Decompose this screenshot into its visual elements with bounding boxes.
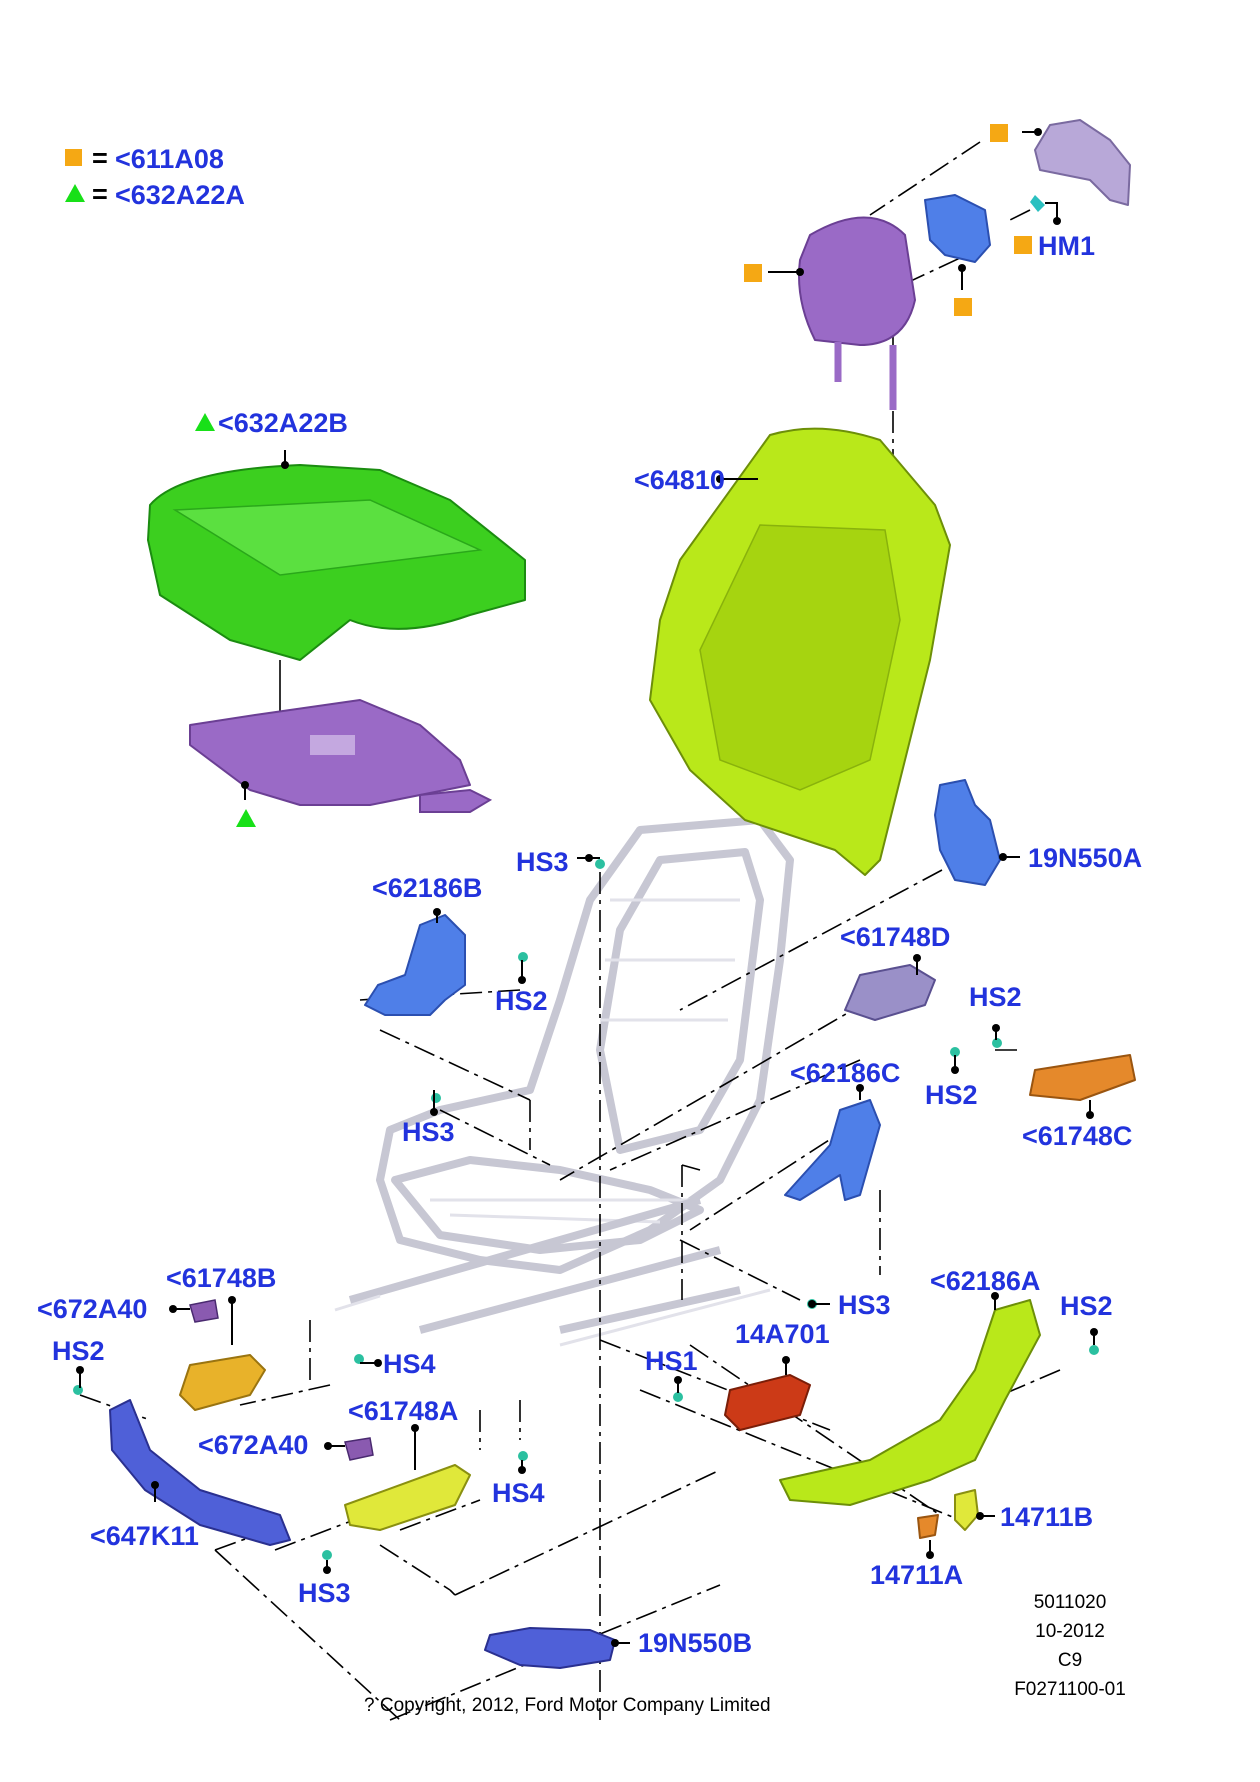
label-62186a: <62186A: [930, 1266, 1040, 1296]
copyright-text: ? Copyright, 2012, Ford Motor Company Li…: [364, 1695, 771, 1716]
bracket-61748c: [1029, 1054, 1136, 1101]
label-14a701: 14A701: [735, 1319, 830, 1349]
label-14711a: 14711A: [870, 1560, 963, 1590]
headrest-guide: [924, 194, 991, 263]
label-hs2-d: HS2: [52, 1336, 105, 1366]
label-hs3-top: HS3: [516, 847, 569, 877]
label-hs4-b: HS4: [492, 1478, 545, 1508]
label-19n550b: 19N550B: [638, 1628, 752, 1658]
square-marker-icon: [1014, 236, 1032, 254]
diagram-code: 5011020: [1034, 1592, 1107, 1613]
label-hs4-a: HS4: [383, 1349, 436, 1379]
label-hs2-c: HS2: [925, 1080, 978, 1110]
bracket-61748a: [344, 1464, 471, 1531]
diagram-date: 10-2012: [1035, 1621, 1105, 1642]
label-hs2-e: HS2: [1060, 1291, 1113, 1321]
figure-number: F0271100-01: [1014, 1679, 1126, 1700]
label-61748c: <61748C: [1022, 1121, 1132, 1151]
label-14711b: 14711B: [1000, 1502, 1093, 1532]
label-647k11: <647K11: [90, 1521, 199, 1551]
seat-cushion-pad: [147, 464, 526, 775]
triangle-marker-icon: [65, 184, 85, 202]
trim-cover-62186c: [784, 1099, 881, 1201]
label-672a40-lower: <672A40: [198, 1430, 308, 1460]
label-62186c: <62186C: [790, 1058, 900, 1088]
side-shield-62186a: [779, 1299, 1041, 1506]
label-61748b: <61748B: [166, 1263, 276, 1293]
trim-647k11: [109, 1399, 291, 1546]
label-61748a: <61748A: [348, 1396, 458, 1426]
legend: = <611A08 = <632A22A: [65, 143, 245, 210]
footer: ? Copyright, 2012, Ford Motor Company Li…: [364, 1592, 1126, 1716]
clip-672a40-upper: [189, 1299, 219, 1323]
square-marker-icon: [65, 149, 82, 166]
label-19n550a: 19N550A: [1028, 843, 1142, 873]
square-marker-icon: [990, 124, 1008, 142]
leader-lines: [76, 128, 1098, 1647]
label-61748d: <61748D: [840, 922, 950, 952]
label-hs1: HS1: [645, 1346, 698, 1376]
label-hs2-a: HS2: [495, 986, 548, 1016]
legend-square-equals: =: [92, 143, 108, 173]
seat-cushion-pan: [189, 699, 493, 813]
switch-14a701: [724, 1374, 811, 1431]
label-hs3-mid: HS3: [402, 1117, 455, 1147]
headrest-guide-trim: [1034, 119, 1131, 206]
triangle-marker-icon: [236, 809, 256, 827]
label-62186b: <62186B: [372, 873, 482, 903]
legend-triangle-ref: <632A22A: [115, 180, 245, 210]
headrest-assembly: [798, 119, 1131, 410]
knob-14711a: [917, 1514, 939, 1539]
diagram-variant: C9: [1058, 1650, 1082, 1671]
triangle-marker-icon: [195, 413, 215, 431]
recliner-motor: [934, 779, 1001, 886]
square-marker-icon: [744, 264, 762, 282]
label-632a22b: <632A22B: [218, 408, 348, 438]
square-marker-icon: [954, 298, 972, 316]
label-672a40-upper: <672A40: [37, 1294, 147, 1324]
label-64810: <64810: [634, 465, 725, 495]
seat-frame: [334, 816, 794, 1347]
part-markers: [195, 124, 1032, 827]
motor-19n550b: [484, 1627, 616, 1669]
bracket-61748d: [844, 964, 936, 1021]
legend-square-ref: <611A08: [115, 144, 224, 174]
trim-cover-62186b: [364, 914, 466, 1016]
label-hs3-bottom: HS3: [298, 1578, 351, 1608]
knob-14711b: [954, 1489, 979, 1531]
bracket-61748b: [179, 1354, 266, 1411]
clip-672a40-lower: [344, 1437, 374, 1461]
label-hs2-b: HS2: [969, 982, 1022, 1012]
label-hs3-right: HS3: [838, 1290, 891, 1320]
legend-triangle-equals: =: [92, 179, 108, 209]
part-labels: HM1 <632A22B <64810 HS3 19N550A <62186B …: [37, 231, 1142, 1658]
headrest: [798, 216, 916, 346]
label-hm1: HM1: [1038, 231, 1095, 261]
seat-back-pad: [649, 427, 951, 876]
